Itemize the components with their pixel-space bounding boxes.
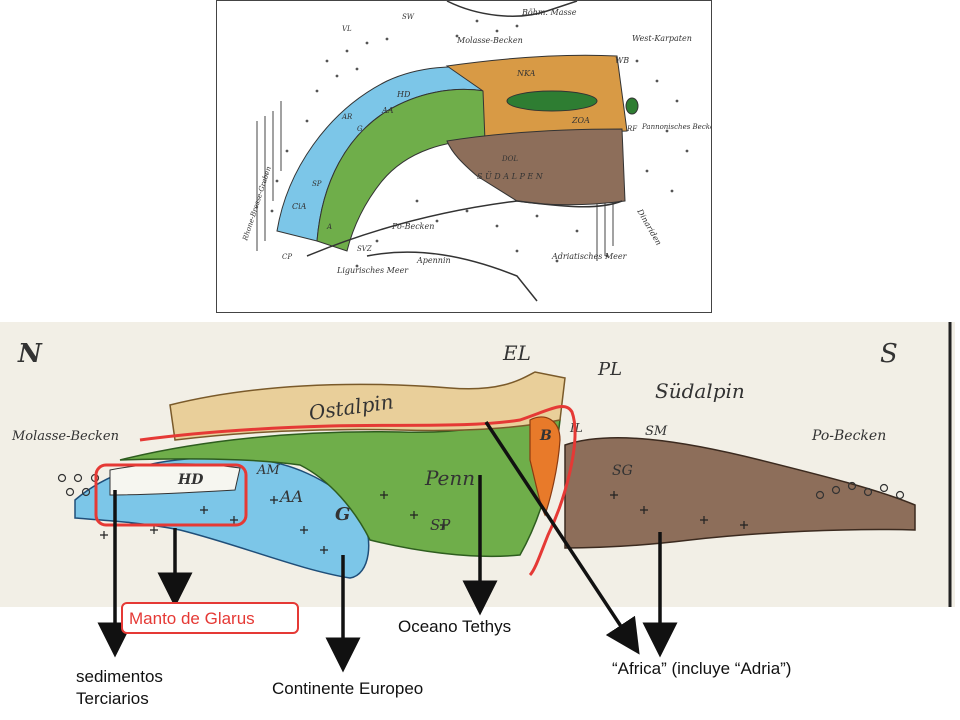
section-label-am: AM (256, 463, 280, 478)
africa-label: “Africa” (incluye “Adria”) (612, 659, 792, 678)
section-label-sg: SG (612, 463, 633, 479)
map-label-a: A (326, 223, 332, 231)
section-arrows (97, 421, 678, 673)
map-label-pannonisch: Pannonisches Becken (641, 123, 711, 131)
section-label-sudalpin: Südalpin (655, 379, 745, 403)
map-label-zoa: ZOA (571, 116, 590, 125)
map-label-apennin: Apennin (416, 256, 451, 265)
map-label-cp: CP (282, 253, 292, 261)
section-basement-crosses (100, 491, 748, 554)
map-label-westkarpaten: West-Karpaten (632, 34, 692, 43)
section-label-molasse: Molasse-Becken (11, 429, 119, 444)
section-label-el: EL (502, 341, 531, 365)
section-label-po: Po-Becken (811, 428, 886, 444)
map-label-sw: SW (402, 13, 415, 21)
map-label-wb: WB (615, 56, 629, 65)
section-penn (119, 409, 561, 558)
section-ostalpin (169, 371, 566, 441)
map-label-sp: SP (312, 180, 322, 188)
map-label-ligurisch: Ligurisches Meer (336, 266, 409, 275)
red-box-glarus (94, 463, 248, 527)
map-label-molasse: Molasse-Becken (456, 36, 523, 45)
section-molasse-dots (57, 473, 905, 500)
section-label-north: N (17, 339, 43, 369)
map-po-boundary (306, 200, 623, 257)
section-label-sp: SP (430, 516, 451, 534)
manto-de-glarus-label: Manto de Glarus (129, 609, 255, 628)
section-label-penn: Penn (424, 466, 475, 490)
map-label-vl: VL (342, 25, 352, 33)
map-apennin-front (366, 251, 538, 302)
section-hd-nappe (109, 463, 241, 496)
map-hatching-left (256, 101, 614, 261)
alps-map-svg: Böhm. Masse Molasse-Becken West-Karpaten… (241, 0, 719, 302)
section-label-sm: SM (645, 424, 668, 439)
section-bernina (529, 416, 561, 517)
section-label-aa: AA (278, 487, 303, 506)
continente-europeo-label: Continente Europeo (272, 679, 424, 698)
map-bohm-boundary (446, 0, 578, 17)
map-rf-window (625, 97, 639, 115)
map-label-cia: CiA (292, 202, 307, 211)
map-label-sudalpen: S Ü D A L P E N (477, 172, 544, 181)
section-sudalpin (564, 437, 916, 549)
map-label-hd: HD (396, 90, 411, 99)
section-label-b: B (539, 428, 552, 444)
section-label-south: S (880, 339, 898, 369)
section-label-pl: PL (597, 359, 622, 380)
map-sudalpen (446, 128, 626, 206)
map-label-rf: RF (626, 125, 638, 133)
map-label-bohm: Böhm. Masse (521, 8, 577, 17)
map-foreland-dots (270, 19, 689, 268)
manto-de-glarus-box: Manto de Glarus (121, 602, 299, 634)
map-label-ar: AR (341, 113, 353, 121)
map-label-dol: DOL (501, 155, 518, 163)
red-outline-ostalpin (139, 405, 577, 577)
oceano-tethys-label: Oceano Tethys (398, 617, 512, 636)
map-label-nka: NKA (516, 69, 536, 78)
section-label-g: G (335, 504, 350, 525)
map-label-adria: Adriatisches Meer (551, 252, 628, 261)
map-label-svz: SVZ (357, 245, 372, 253)
arrow-africa-diagonal (484, 421, 640, 655)
alps-map: Böhm. Masse Molasse-Becken West-Karpaten… (216, 0, 719, 313)
map-label-po: Po-Becken (391, 222, 434, 231)
section-label-hd: HD (177, 472, 204, 488)
sedimentos-label-line1: sedimentos (76, 667, 163, 686)
sedimentos-label-line2: Terciarios (76, 689, 149, 708)
map-tauern-window (506, 90, 598, 112)
map-label-aa: AA (381, 106, 394, 115)
map-label-g: G (357, 125, 363, 133)
